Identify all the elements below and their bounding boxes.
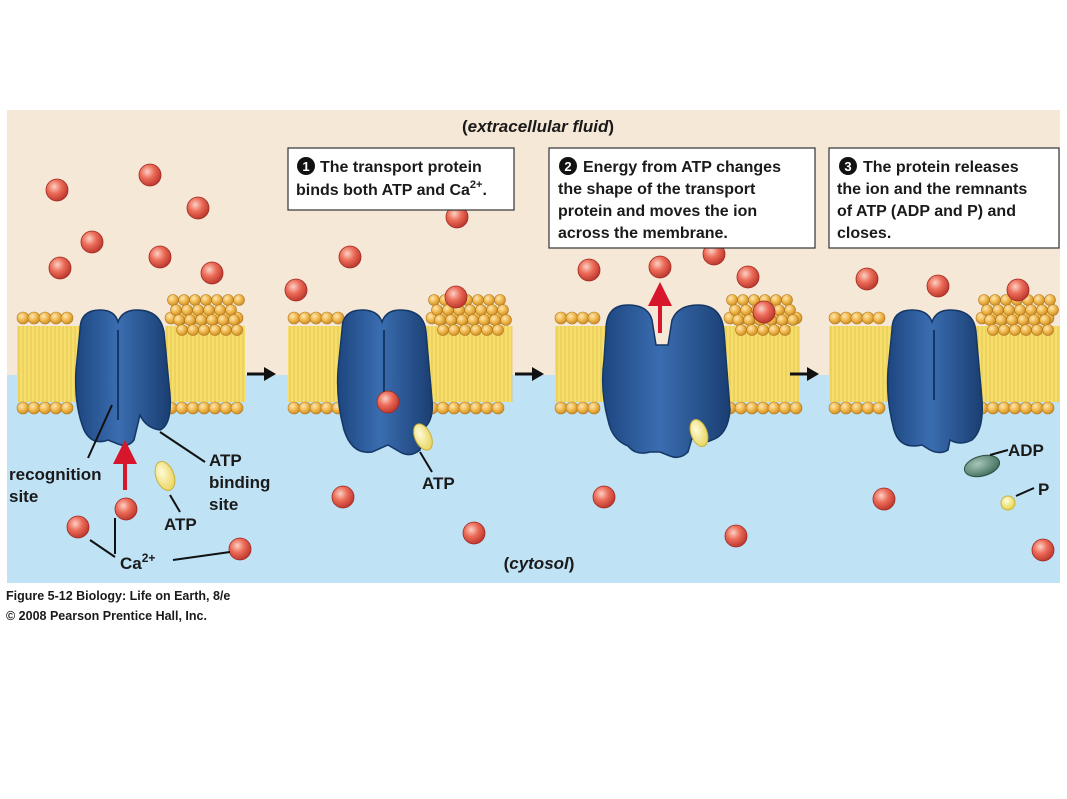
calcium-ion [926,274,950,298]
step1-line1: The transport protein [320,159,482,176]
recognition-site-label-line2: site [9,487,38,506]
step2-line4: across the membrane. [558,225,728,242]
atp-binding-site-label-line2: binding [209,473,270,492]
calcium-ion [752,300,776,324]
step-arrow-2 [515,367,544,381]
step2-line3: protein and moves the ion [558,203,757,220]
step2-number: 2 [564,159,571,174]
cytosol-label-open: ( [504,554,510,573]
calcium-ion [66,515,90,539]
calcium-ion [200,261,224,285]
step1-line2: binds both ATP and Ca2+. [296,179,487,199]
step3-line1: The protein releases [863,159,1019,176]
figure-caption-line1: Figure 5-12 Biology: Life on Earth, 8/e [6,589,231,603]
transport-protein-2 [336,309,434,456]
lipid-bilayer-segment [425,294,513,415]
calcium-ion [1006,278,1030,302]
calcium-label-superscript: 2+ [142,551,156,565]
calcium-ion [186,196,210,220]
recognition-site-label-line1: recognition [9,465,102,484]
step3-line3: of ATP (ADP and P) and [837,203,1016,220]
adp-molecule [963,454,1001,478]
step3-badge [839,157,857,175]
calcium-ion [577,258,601,282]
calcium-ion [724,524,748,548]
extracellular-label-close: ) [608,117,614,136]
extracellular-label-open: ( [462,117,468,136]
step3-number: 3 [844,159,851,174]
calcium-label-text: Ca [120,554,142,573]
calcium-ion [148,245,172,269]
calcium-ion [48,256,72,280]
lipid-bilayer-segment [828,311,892,415]
calcium-label: Ca2+ [120,551,155,573]
step2-box [548,147,816,249]
adp-label: ADP [1008,441,1044,460]
step3-line2: the ion and the remnants [837,181,1027,198]
atp-molecule-free [154,461,176,491]
calcium-ion [1031,538,1055,562]
step2-line2: the shape of the transport [558,181,756,198]
extracellular-label-text: extracellular fluid [468,117,609,136]
atp-binding-site-label-line1: ATP [209,451,242,470]
atp-molecule-hydrolyzing [689,419,709,447]
step1-number: 1 [302,159,309,174]
lipid-bilayer-segment [164,294,245,415]
calcium-ion [855,267,879,291]
calcium-ion [80,230,104,254]
extracellular-label: (extracellular fluid) [462,117,614,136]
step3-box [828,147,1060,249]
step1-line2-end: . [482,182,486,199]
step2-line1: Energy from ATP changes [583,159,781,176]
step1-box [287,147,515,211]
transport-protein-3 [601,304,731,459]
transport-protein-1 [74,309,172,447]
phosphate-molecule [1000,495,1016,511]
lipid-bilayer-segment [975,294,1060,415]
cytosol-label-text: cytosol [509,554,570,573]
step1-line2-text: binds both ATP and Ca [296,182,470,199]
calcium-ion [45,178,69,202]
step-arrow-3 [790,367,819,381]
calcium-ion [736,265,760,289]
calcium-ion [338,245,362,269]
calcium-ions [45,163,1055,562]
step2-badge [559,157,577,175]
calcium-ion [648,255,672,279]
calcium-ion [114,497,138,521]
atp-label-panel1: ATP [164,515,197,534]
figure-caption-line2: © 2008 Pearson Prentice Hall, Inc. [6,609,207,623]
step1-badge [297,157,315,175]
membrane-group [16,294,1060,415]
lipid-bilayer-segment [554,311,606,415]
step1-line2-superscript: 2+ [470,179,483,191]
atp-binding-site-label-line3: site [209,495,238,514]
cytosol-label-close: ) [569,554,575,573]
transport-protein-4 [886,309,984,454]
step3-line4: closes. [837,225,891,242]
phosphate-label: P [1038,480,1049,499]
atp-molecule-bound [413,423,433,451]
calcium-ion [331,485,355,509]
calcium-ion [872,487,896,511]
calcium-ion [462,521,486,545]
calcium-ion [284,278,308,302]
step-arrow-1 [247,367,276,381]
calcium-ion [138,163,162,187]
calcium-ion [376,390,400,414]
cytosol-label: (cytosol) [504,554,575,573]
lipid-bilayer-segment [287,311,345,415]
leader-lines [87,404,1035,561]
atp-label-panel2: ATP [422,474,455,493]
calcium-ion [444,285,468,309]
lipid-bilayer-segment [16,311,80,415]
lipid-bilayer-segment [723,294,803,415]
calcium-ion [228,537,252,561]
calcium-ion [592,485,616,509]
